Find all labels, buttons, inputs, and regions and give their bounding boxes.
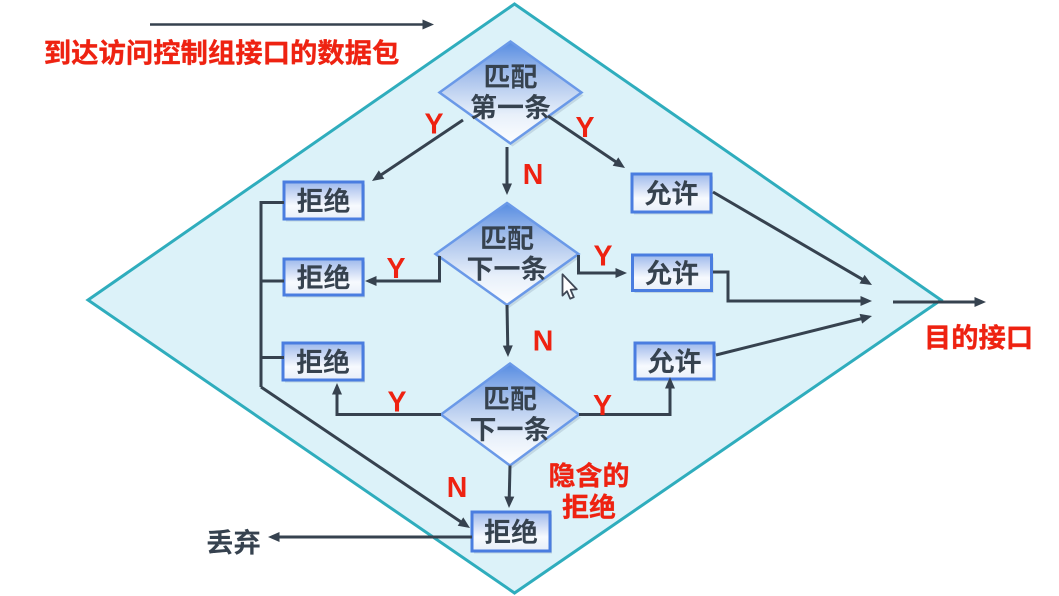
svg-text:Y: Y xyxy=(387,386,406,418)
svg-text:N: N xyxy=(447,472,468,504)
svg-text:Y: Y xyxy=(575,112,594,144)
svg-text:Y: Y xyxy=(424,108,443,140)
svg-text:N: N xyxy=(533,325,554,357)
svg-text:Y: Y xyxy=(386,253,405,285)
svg-text:Y: Y xyxy=(593,240,612,272)
svg-text:Y: Y xyxy=(593,390,612,422)
svg-text:N: N xyxy=(523,159,544,191)
